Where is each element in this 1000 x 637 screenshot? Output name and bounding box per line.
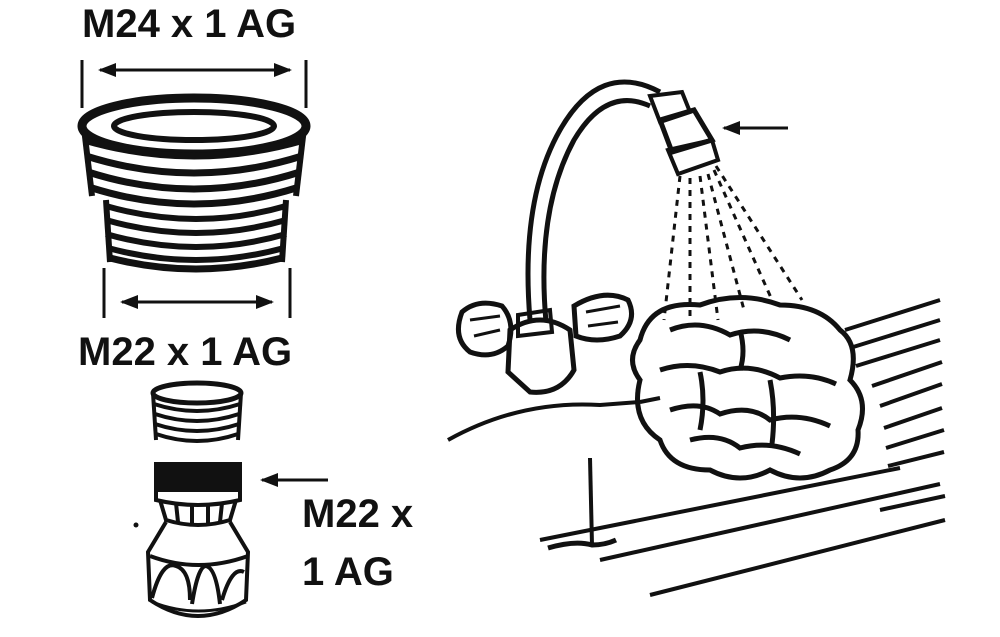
dot-mark — [133, 522, 139, 528]
sink-ribs — [844, 298, 945, 468]
water-spray — [662, 165, 804, 321]
dimension-middle — [102, 268, 292, 318]
vegetables — [630, 295, 865, 481]
dimension-top — [80, 60, 308, 108]
small-adapter — [150, 380, 244, 443]
label-aerator-line1: M22 x — [302, 492, 414, 536]
aerator — [145, 462, 251, 618]
label-m24: M24 x 1 AG — [82, 2, 297, 46]
thread-adapter — [77, 93, 311, 273]
faucet-scene — [447, 79, 946, 597]
label-aerator-line2: 1 AG — [302, 550, 394, 594]
label-m22: M22 x 1 AG — [78, 330, 293, 374]
